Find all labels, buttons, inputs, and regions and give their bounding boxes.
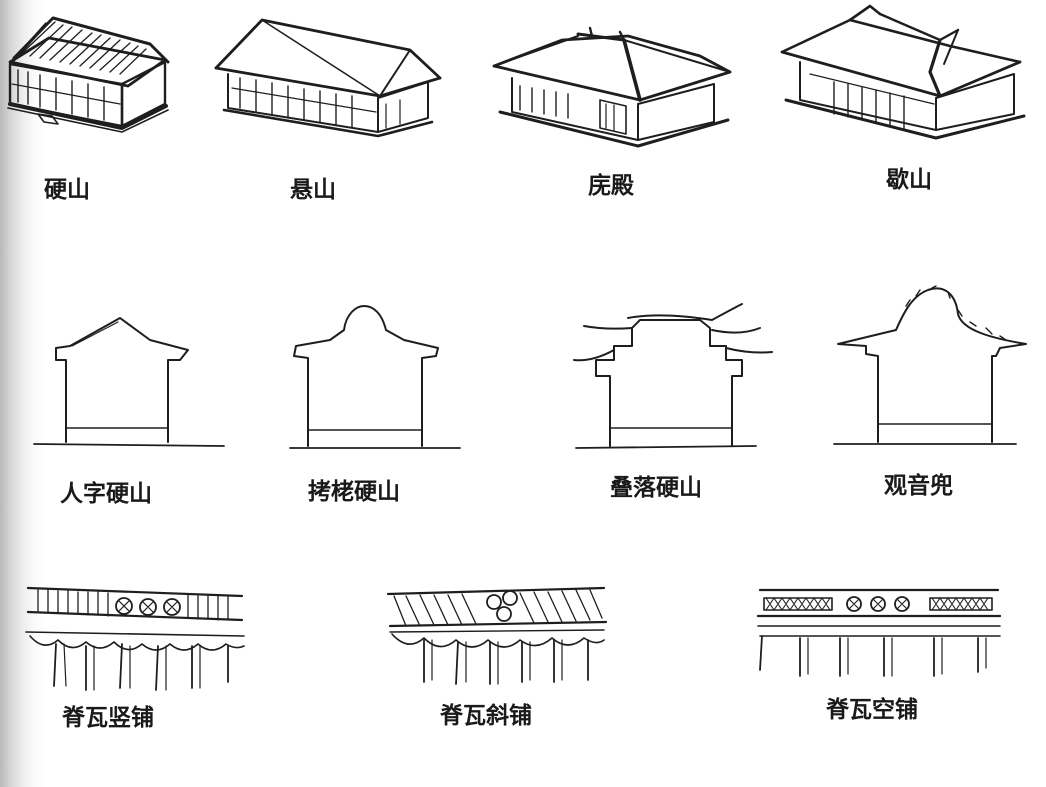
ridge-diagonal-tiles <box>386 586 608 685</box>
sketch-hard-gable <box>7 16 170 133</box>
ridge-vertical-tiles <box>25 586 245 691</box>
elevation-round-gable <box>289 305 461 449</box>
sketch-hip-roof <box>492 26 732 148</box>
label-hip-roof: 庑殿 <box>588 172 634 199</box>
elevation-herringbone-gable <box>33 317 225 447</box>
label-hard-gable: 硬山 <box>44 176 90 203</box>
label-round-gable: 拷栳硬山 <box>308 478 400 505</box>
ridge-hollow-tiles <box>756 588 1002 677</box>
label-ridge-hollow: 脊瓦空铺 <box>826 696 918 723</box>
sketch-gable-hip <box>780 4 1026 140</box>
sketch-overhang-gable <box>214 18 442 138</box>
label-overhang-gable: 悬山 <box>290 176 336 203</box>
label-stepped-gable: 叠落硬山 <box>610 474 702 501</box>
label-ridge-vertical: 脊瓦竖铺 <box>62 704 154 731</box>
label-ridge-diagonal: 脊瓦斜铺 <box>440 702 532 729</box>
elevation-stepped-gable <box>573 303 773 449</box>
elevation-guanyin-gable <box>833 285 1027 445</box>
label-herringbone-gable: 人字硬山 <box>60 480 152 507</box>
label-guanyin-gable: 观音兜 <box>884 472 953 499</box>
label-gable-hip: 歇山 <box>886 166 932 193</box>
